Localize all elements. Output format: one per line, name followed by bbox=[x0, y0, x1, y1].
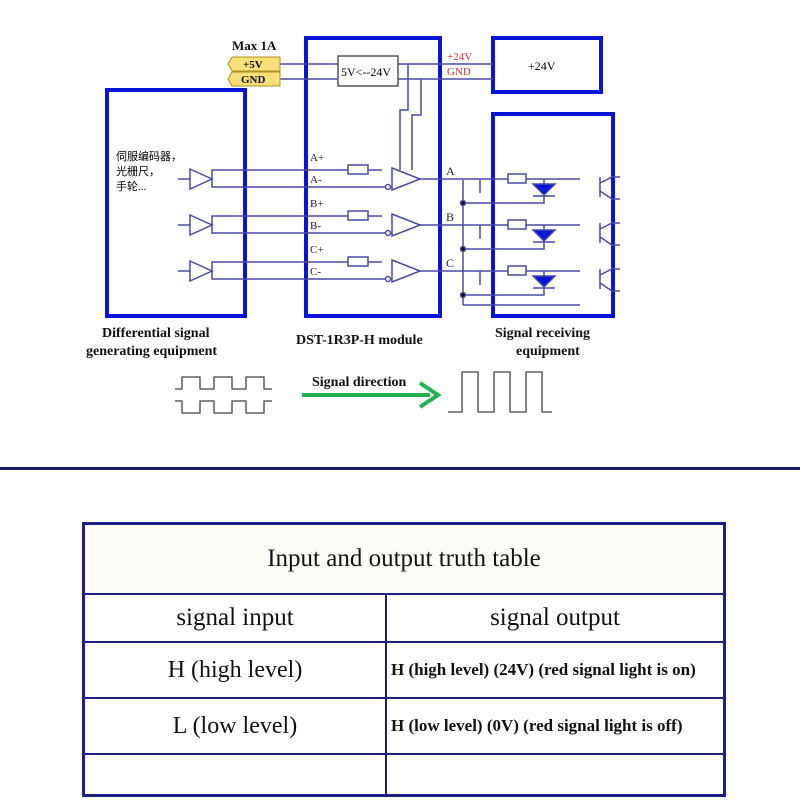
input-5v-label: +5V bbox=[243, 59, 263, 71]
phototransistor-icon bbox=[599, 268, 620, 292]
header-input: signal input bbox=[82, 593, 387, 643]
converter-label: 5V<--24V bbox=[341, 65, 391, 79]
comparator-icon bbox=[391, 258, 423, 284]
differential-waveform bbox=[175, 376, 272, 414]
source-label-1: Differential signal bbox=[102, 326, 210, 341]
driver-icon bbox=[178, 167, 214, 191]
pin-label: B- bbox=[310, 220, 321, 232]
pin-label: B+ bbox=[310, 198, 324, 210]
channel-A bbox=[178, 164, 620, 207]
channel-label: C bbox=[446, 256, 454, 270]
output-cell: H (high level) (24V) (red signal light i… bbox=[385, 641, 726, 699]
source-text-1: 伺服编码器， bbox=[116, 149, 182, 163]
phototransistor-icon bbox=[599, 176, 620, 200]
led-icon bbox=[531, 275, 557, 289]
module-label: DST-1R3P-H module bbox=[296, 333, 423, 348]
table-row: H (high level)H (high level) (24V) (red … bbox=[82, 641, 726, 699]
channel-C bbox=[178, 256, 620, 299]
resistor-icon bbox=[507, 173, 527, 184]
module-box bbox=[304, 36, 442, 318]
input-cell: L (low level) bbox=[82, 697, 387, 755]
input-cell: H (high level) bbox=[82, 641, 387, 699]
resistor-icon bbox=[507, 265, 527, 276]
receiver-box bbox=[491, 112, 615, 318]
comparator-icon bbox=[391, 212, 423, 238]
resistor-icon bbox=[347, 210, 369, 221]
max-current-label: Max 1A bbox=[232, 38, 277, 53]
empty-cell bbox=[385, 753, 726, 797]
channel-label: A bbox=[446, 164, 455, 178]
channel-label: B bbox=[446, 210, 454, 224]
source-text-3: 手轮... bbox=[116, 179, 146, 193]
signal-direction-arrow bbox=[302, 381, 442, 409]
pin-label: C- bbox=[310, 266, 321, 278]
section-divider bbox=[0, 467, 800, 470]
pin-label: A+ bbox=[310, 152, 324, 164]
receiver-label-2: equipment bbox=[516, 344, 580, 359]
supply-label: +24V bbox=[528, 59, 556, 73]
resistor-icon bbox=[347, 164, 369, 175]
table-title: Input and output truth table bbox=[82, 522, 726, 595]
output-gnd-label: GND bbox=[447, 66, 471, 78]
output-waveform bbox=[448, 371, 552, 413]
wiring-diagram: Max 1A +5V GND 5V<--24V +24V GND +24V 伺服… bbox=[86, 36, 620, 414]
input-gnd-label: GND bbox=[241, 74, 266, 86]
pin-label: A- bbox=[310, 174, 322, 186]
phototransistor-icon bbox=[599, 222, 620, 246]
driver-icon bbox=[178, 213, 214, 237]
signal-direction-label: Signal direction bbox=[312, 375, 406, 390]
truth-table: Input and output truth table signal inpu… bbox=[82, 522, 726, 797]
comparator-icon bbox=[391, 166, 423, 192]
pin-label: C+ bbox=[310, 244, 324, 256]
empty-cell bbox=[82, 753, 387, 797]
supply-box bbox=[491, 36, 603, 94]
source-device-box bbox=[105, 88, 247, 318]
led-icon bbox=[531, 183, 557, 197]
output-24v-label: +24V bbox=[447, 51, 472, 63]
resistor-icon bbox=[347, 256, 369, 267]
receiver-label-1: Signal receiving bbox=[495, 326, 590, 341]
driver-icon bbox=[178, 259, 214, 283]
source-text-2: 光栅尺， bbox=[116, 164, 160, 178]
table-row: L (low level)H (low level) (0V) (red sig… bbox=[82, 697, 726, 755]
source-label-2: generating equipment bbox=[86, 344, 217, 359]
resistor-icon bbox=[507, 219, 527, 230]
channel-B bbox=[178, 210, 620, 253]
output-cell: H (low level) (0V) (red signal light is … bbox=[385, 697, 726, 755]
header-output: signal output bbox=[385, 593, 726, 643]
led-icon bbox=[531, 229, 557, 243]
